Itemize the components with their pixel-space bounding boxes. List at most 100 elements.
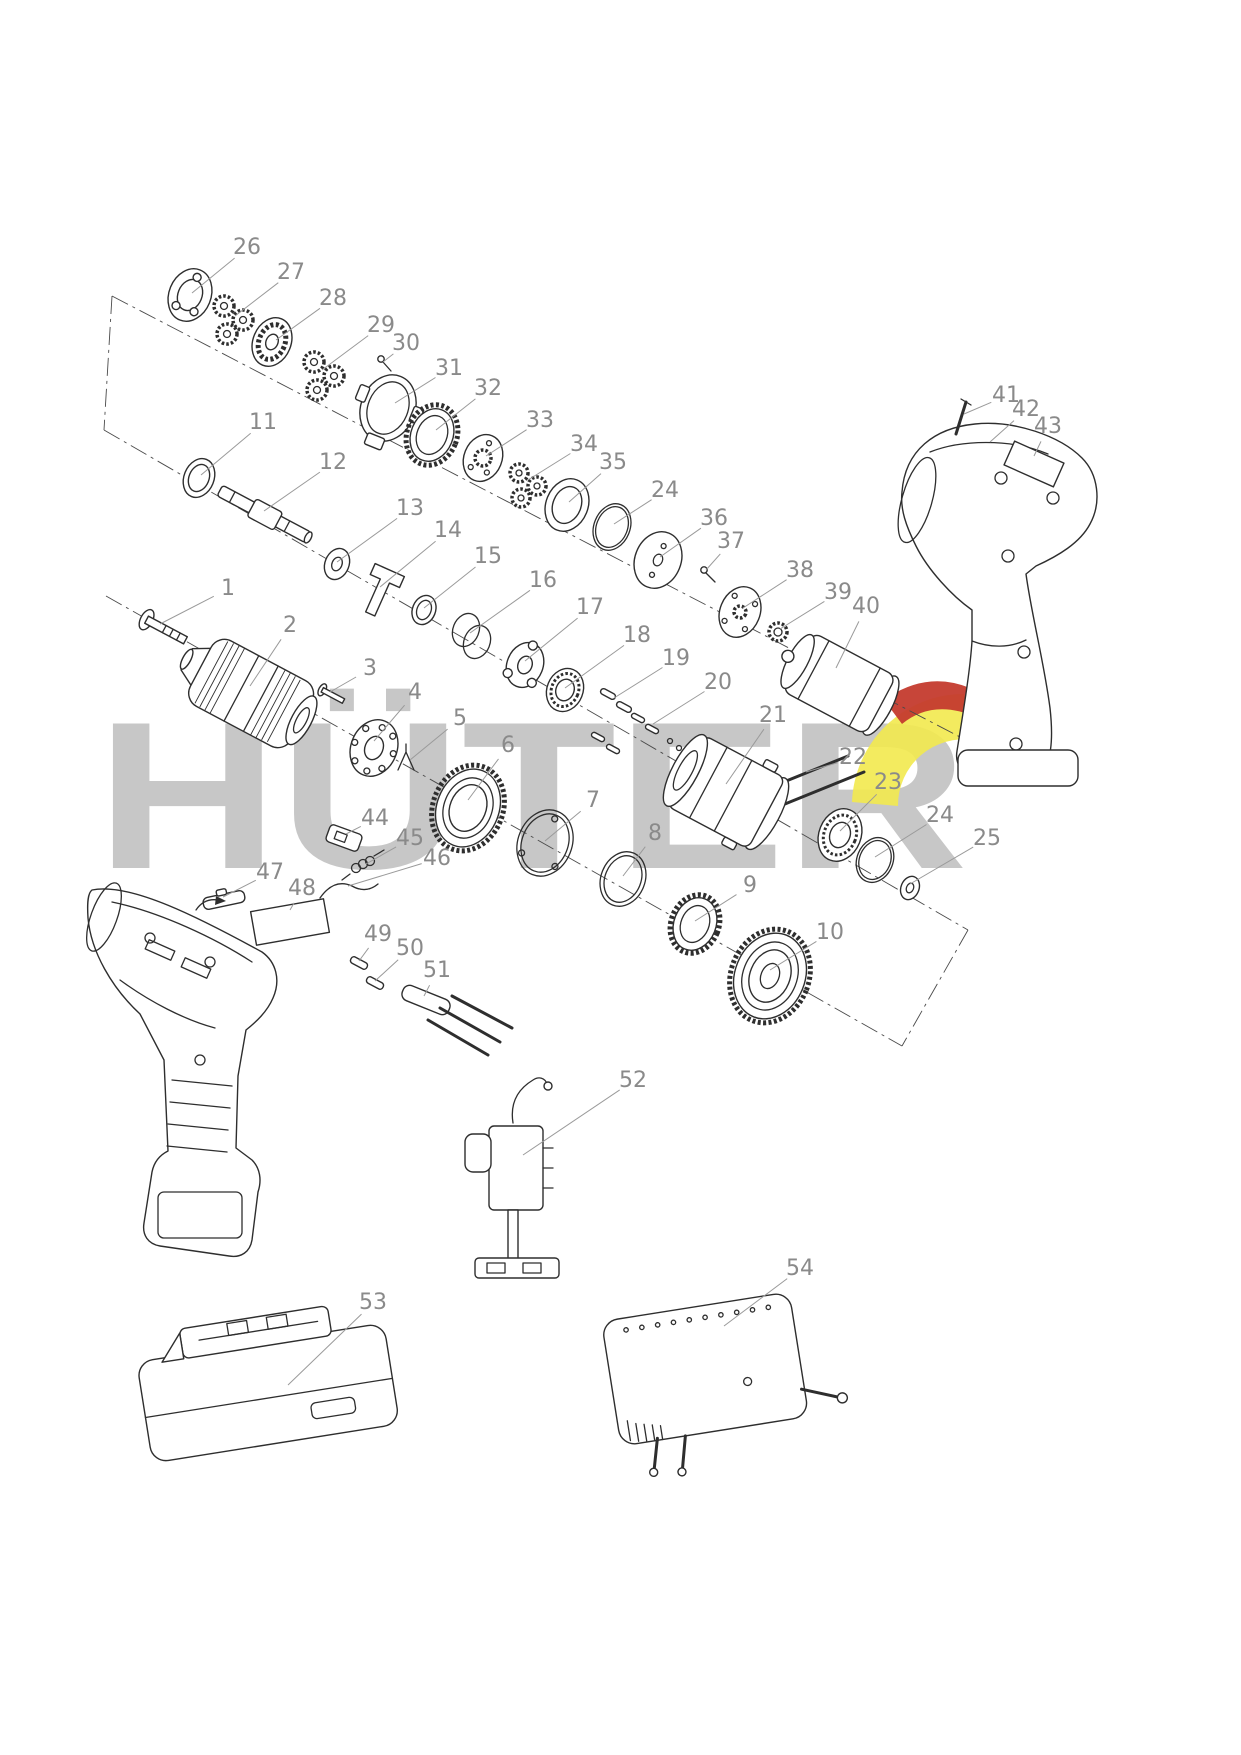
part-number-label: 6 xyxy=(501,733,515,758)
part-number-label: 23 xyxy=(874,770,902,795)
leader-line xyxy=(345,825,362,835)
part-number-label: 2 xyxy=(283,613,297,638)
part-number-label: 11 xyxy=(249,410,277,435)
leader-line xyxy=(544,810,582,842)
planet-carrier-26-drawing xyxy=(167,268,213,322)
part-number-label: 21 xyxy=(759,703,787,728)
leader-line xyxy=(564,644,625,689)
part-callout-11: 11 xyxy=(200,410,277,476)
part-number-label: 13 xyxy=(396,496,424,521)
part-callout-34: 34 xyxy=(527,432,598,481)
torque-collar-10-drawing xyxy=(727,926,813,1026)
pin-49-drawing xyxy=(349,956,369,970)
part-callout-26: 26 xyxy=(191,235,261,294)
leader-line xyxy=(382,353,394,363)
leader-line xyxy=(769,940,817,971)
part-number-label: 12 xyxy=(319,450,347,475)
part-number-label: 22 xyxy=(839,745,867,770)
part-callout-29: 29 xyxy=(321,313,395,371)
part-number-label: 37 xyxy=(717,529,745,554)
part-number-label: 38 xyxy=(786,558,814,583)
part-number-label: 33 xyxy=(526,408,554,433)
washer-25-drawing xyxy=(899,875,921,901)
leader-line xyxy=(365,846,397,865)
part-number-label: 43 xyxy=(1034,414,1062,439)
charger-54-drawing xyxy=(603,1293,849,1478)
part-callout-14: 14 xyxy=(379,518,462,588)
leader-line xyxy=(409,728,448,761)
pin-50-drawing xyxy=(365,976,385,990)
cam-ring-7-drawing xyxy=(516,809,574,877)
part-number-label: 10 xyxy=(816,920,844,945)
motor-40-drawing xyxy=(780,633,900,736)
washer-13-drawing xyxy=(323,547,351,581)
leader-line xyxy=(263,471,321,512)
part-number-label: 20 xyxy=(704,670,732,695)
bearing-ring-35-drawing xyxy=(544,478,590,532)
part-callout-1: 1 xyxy=(159,576,235,625)
leader-line xyxy=(469,589,531,634)
part-callout-40: 40 xyxy=(835,594,880,669)
pins-balls-20-drawing xyxy=(590,712,683,755)
part-number-label: 29 xyxy=(367,313,395,338)
part-callout-32: 32 xyxy=(435,376,502,431)
leader-line xyxy=(358,947,370,962)
leader-line xyxy=(222,879,257,898)
part-number-label: 24 xyxy=(651,478,679,503)
part-number-label: 28 xyxy=(319,286,347,311)
part-callout-16: 16 xyxy=(469,568,557,634)
leader-line xyxy=(287,1313,362,1386)
part-number-label: 1 xyxy=(221,576,235,601)
part-number-label: 49 xyxy=(364,922,392,947)
part-number-label: 50 xyxy=(396,936,424,961)
part-callout-50: 50 xyxy=(374,936,424,982)
bearing-18-drawing xyxy=(545,667,585,713)
trigger-switch-52-drawing xyxy=(464,1077,560,1279)
part-number-label: 3 xyxy=(363,656,377,681)
part-number-label: 39 xyxy=(824,580,852,605)
gear-carrier-33-drawing xyxy=(462,433,504,483)
leader-line xyxy=(963,401,992,415)
part-callouts: 2627282930313233343524363738394041424311… xyxy=(159,235,1062,1386)
leader-line xyxy=(805,762,838,773)
spindle-axis-art xyxy=(182,457,921,901)
part-callout-15: 15 xyxy=(423,544,502,609)
part-number-label: 19 xyxy=(662,646,690,671)
part-number-label: 44 xyxy=(361,806,389,831)
part-callout-25: 25 xyxy=(909,826,1001,885)
part-callout-24: 24 xyxy=(613,478,679,525)
part-callout-46: 46 xyxy=(347,846,451,887)
part-callout-2: 2 xyxy=(249,613,297,687)
part-number-label: 48 xyxy=(288,876,316,901)
part-number-label: 5 xyxy=(453,706,467,731)
leader-line xyxy=(336,517,398,563)
leader-line xyxy=(191,257,235,294)
leader-line xyxy=(909,846,974,885)
leader-line xyxy=(779,600,825,630)
clutch-plate-4-drawing xyxy=(349,719,399,777)
planet-gears-29-drawing xyxy=(302,350,346,402)
part-number-label: 27 xyxy=(277,260,305,285)
label-plate-43-drawing xyxy=(1003,440,1065,488)
part-callout-21: 21 xyxy=(725,703,787,785)
part-number-label: 30 xyxy=(392,331,420,356)
leader-line xyxy=(522,1089,620,1156)
part-callout-36: 36 xyxy=(659,506,728,558)
button-44-drawing xyxy=(325,824,363,852)
part-callout-42: 42 xyxy=(989,397,1040,443)
part-callout-9: 9 xyxy=(694,873,757,922)
part-callout-4: 4 xyxy=(373,680,422,742)
chuck-axis-art xyxy=(138,608,813,1026)
part-callout-41: 41 xyxy=(963,383,1020,415)
part-number-label: 7 xyxy=(586,788,600,813)
part-callout-47: 47 xyxy=(222,860,284,898)
part-callout-7: 7 xyxy=(544,788,600,842)
part-number-label: 45 xyxy=(396,826,424,851)
part-number-label: 40 xyxy=(852,594,880,619)
part-callout-22: 22 xyxy=(805,745,867,773)
part-number-label: 51 xyxy=(423,958,451,983)
screw-37-drawing xyxy=(700,566,716,583)
washers-16-drawing xyxy=(451,612,492,660)
leader-line xyxy=(347,863,422,887)
